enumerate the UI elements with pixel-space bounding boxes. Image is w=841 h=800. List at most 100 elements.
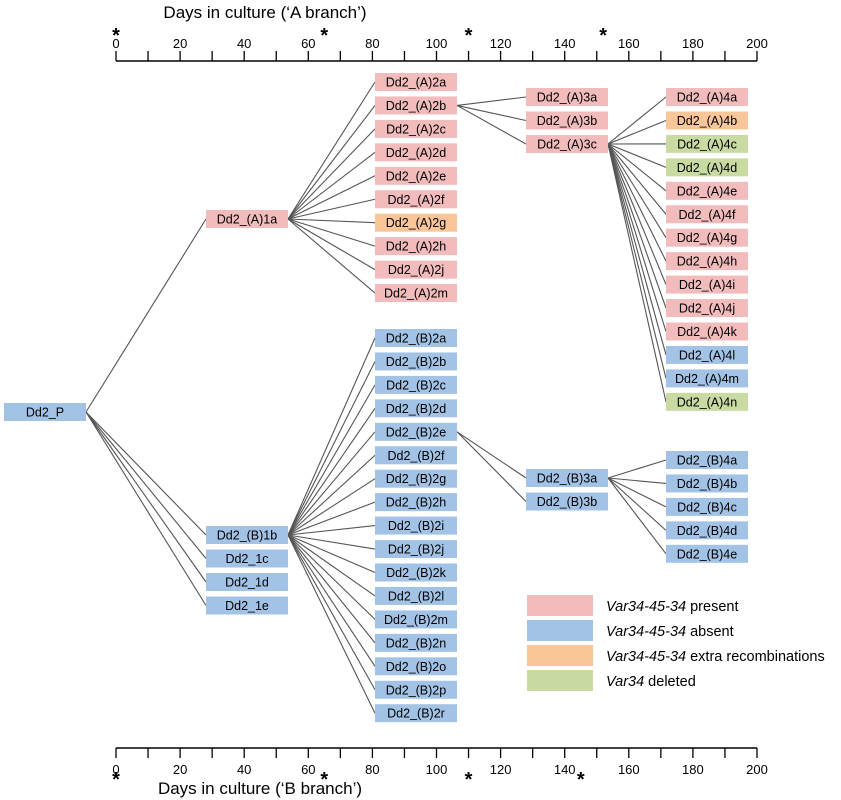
node-label: Dd2_(B)2a	[386, 332, 446, 346]
edge-A2b-A3a	[456, 96, 527, 106]
edge-A1a-A2e	[287, 175, 376, 220]
edge-B1b-B2a	[287, 337, 376, 536]
node-label: Dd2_(A)3a	[537, 91, 597, 105]
node-label: Dd2_(B)2o	[386, 660, 446, 674]
top-axis-star-marker: *	[465, 25, 473, 47]
node-box	[375, 237, 457, 256]
bottom-axis-star-marker: *	[465, 769, 473, 791]
bottom-axis-star-marker: *	[320, 769, 328, 791]
node-box	[666, 111, 748, 130]
legend-item-present: Var34-45-34 present	[527, 595, 738, 616]
node-B2a: Dd2_(B)2a	[375, 329, 457, 347]
node-box	[526, 88, 608, 106]
node-label: Dd2_(A)4a	[677, 91, 737, 105]
node-label: Dd2_(B)2k	[386, 566, 446, 580]
bottom-axis-tick-label: 0	[112, 762, 119, 777]
edge-B1b-B2f	[287, 454, 376, 536]
node-label: Dd2_(B)2n	[386, 636, 446, 650]
edge-B1b-B2i	[287, 525, 376, 536]
edge-B1b-B2k	[287, 534, 376, 574]
node-label: Dd2_(A)2g	[386, 216, 446, 230]
top-axis-tick-label: 160	[618, 36, 640, 51]
node-label: Dd2_(A)4f	[679, 208, 736, 222]
legend-swatch	[527, 645, 593, 666]
node-box	[666, 205, 748, 224]
bottom-axis-star-marker: *	[577, 769, 585, 791]
node-A2b: Dd2_(A)2b	[375, 96, 457, 115]
node-box	[375, 680, 457, 699]
node-label: Dd2_(A)4i	[679, 278, 735, 292]
top-axis-title: Days in culture (‘A branch’)	[163, 3, 366, 22]
legend-item-absent: Var34-45-34 absent	[527, 620, 734, 641]
node-A4b: Dd2_(A)4b	[666, 111, 748, 130]
node-box	[375, 633, 457, 652]
bottom-axis-tick-label: 200	[746, 762, 768, 777]
node-A2d: Dd2_(A)2d	[375, 143, 457, 162]
node-B3b: Dd2_(B)3b	[526, 492, 608, 511]
edge-B2e-B3a	[456, 431, 527, 479]
bottom-axis-tick-label: 180	[682, 762, 704, 777]
node-label: Dd2_(A)4h	[677, 255, 737, 269]
edge-P-1e	[85, 411, 207, 606]
node-label: Dd2_1e	[225, 599, 269, 613]
top-axis-tick-label: 180	[682, 36, 704, 51]
bottom-axis-tick-label: 20	[173, 762, 187, 777]
node-box	[375, 375, 457, 394]
legend-label: Var34 deleted	[606, 674, 696, 690]
edge-A1a-A2h	[287, 218, 376, 247]
node-label: Dd2_(B)2h	[386, 496, 446, 510]
node-label: Dd2_(B)2c	[386, 378, 446, 392]
node-box	[375, 166, 457, 185]
edge-B1b-B2p	[287, 534, 376, 691]
bottom-axis-tick-label: 160	[618, 762, 640, 777]
node-A2m: Dd2_(A)2m	[375, 284, 457, 303]
edge-A3c-A4i	[607, 143, 667, 285]
top-axis-star-marker: *	[320, 25, 328, 47]
legend-label: Var34-45-34 extra recombinations	[606, 649, 825, 665]
edge-B1b-B2r	[287, 534, 376, 714]
node-box	[666, 299, 748, 318]
node-B2b: Dd2_(B)2b	[375, 352, 457, 371]
node-label: Dd2_(A)1a	[217, 213, 277, 227]
edge-B1b-B2h	[287, 501, 376, 536]
node-label: Dd2_1d	[225, 576, 269, 590]
node-A4h: Dd2_(A)4h	[666, 252, 748, 271]
node-label: Dd2_(A)2d	[386, 146, 446, 160]
edge-P-B1b	[85, 411, 207, 536]
node-B2e: Dd2_(B)2e	[375, 422, 457, 441]
node-B4b: Dd2_(B)4b	[666, 474, 748, 493]
node-box	[375, 73, 457, 91]
edge-A1a-A2m	[287, 218, 376, 294]
node-B2c: Dd2_(B)2c	[375, 375, 457, 394]
legend-swatch	[527, 620, 593, 641]
node-A4d: Dd2_(A)4d	[666, 158, 748, 177]
node-label: Dd2_(A)2c	[386, 122, 446, 136]
node-label: Dd2_(B)4a	[677, 454, 737, 468]
edge-A3c-A4m	[607, 143, 667, 379]
node-label: Dd2_(B)2p	[386, 683, 446, 697]
edge-B1b-B2b	[287, 361, 376, 536]
node-B2r: Dd2_(B)2r	[375, 704, 457, 723]
node-box	[375, 446, 457, 465]
node-box	[666, 158, 748, 177]
edge-A1a-A2a	[287, 81, 376, 220]
node-box	[206, 210, 288, 228]
node-box	[375, 213, 457, 232]
edge-B1b-B2l	[287, 534, 376, 597]
edge-B1b-B2o	[287, 534, 376, 667]
node-label: Dd2_(A)4m	[675, 372, 739, 386]
edge-B1b-B2m	[287, 534, 376, 620]
node-A4k: Dd2_(A)4k	[666, 322, 748, 341]
edge-B1b-B2n	[287, 534, 376, 644]
bottom-axis-tick-label: 60	[301, 762, 315, 777]
edge-B3a-B4c	[607, 477, 667, 508]
node-box	[375, 352, 457, 371]
edge-B3a-B4d	[607, 477, 667, 531]
node-box	[375, 119, 457, 138]
bottom-axis-star-marker: *	[112, 769, 120, 791]
node-label: Dd2_(B)4b	[677, 477, 737, 491]
node-box	[375, 540, 457, 559]
bottom-axis-tick-label: 80	[365, 762, 379, 777]
legend-swatch	[527, 670, 593, 691]
